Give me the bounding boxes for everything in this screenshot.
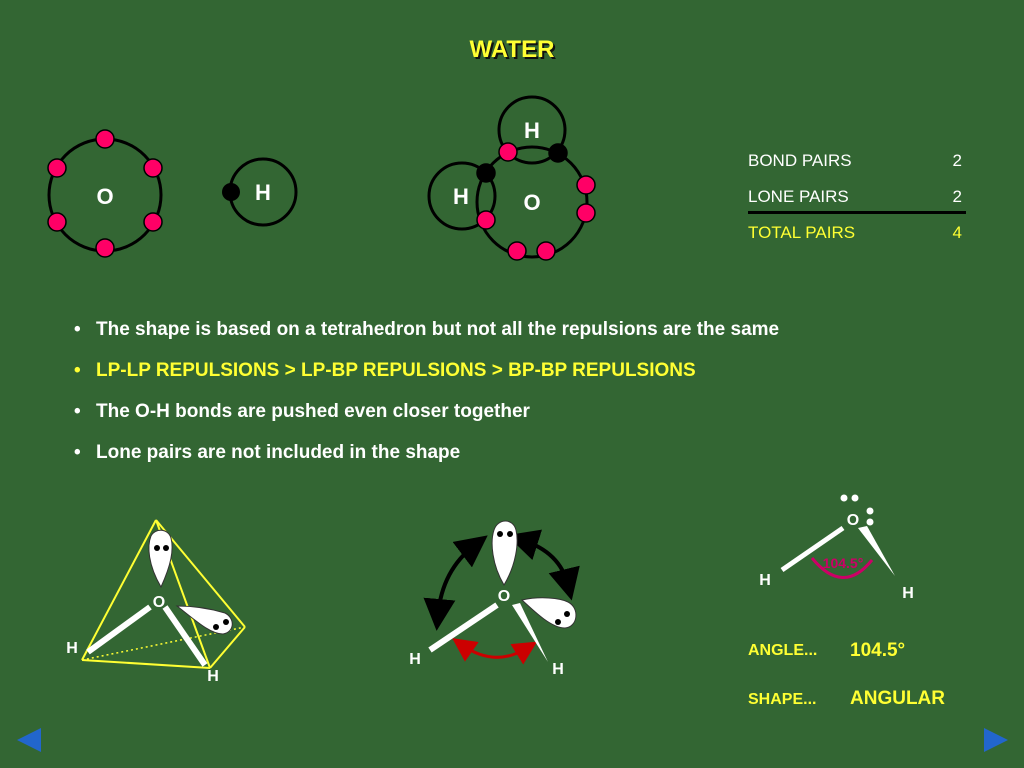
- table-divider: [748, 211, 966, 214]
- lone-pair-electron: [866, 518, 874, 526]
- tetrahedron-diagram: O H H: [66, 519, 246, 685]
- angular-shape-diagram: O 104.5° H H: [759, 494, 914, 602]
- lone-pair-electron: [555, 619, 561, 625]
- row-label: TOTAL PAIRS: [748, 223, 856, 242]
- right-triangle-icon[interactable]: [984, 728, 1008, 752]
- bond-angle-label: 104.5°: [823, 555, 864, 571]
- lone-pair-lobe: [520, 597, 577, 629]
- oxygen-symbol: O: [153, 594, 165, 611]
- table-row: BOND PAIRS 2: [748, 148, 966, 184]
- electron: [143, 158, 163, 178]
- electron: [498, 142, 518, 162]
- row-value: 2: [952, 187, 962, 206]
- electron: [47, 212, 67, 232]
- top-hydrogen-shell: [497, 95, 567, 165]
- lone-pair-electron: [163, 545, 169, 551]
- oh-bond: [162, 605, 208, 667]
- lone-pair-lobe: [148, 529, 173, 589]
- electron: [548, 143, 568, 163]
- table-row-total: TOTAL PAIRS 4: [748, 220, 966, 256]
- electron: [95, 129, 115, 149]
- row-label: LONE PAIRS: [748, 187, 849, 206]
- hydrogen-symbol: H: [453, 184, 469, 209]
- oxygen-symbol: O: [498, 588, 510, 605]
- water-molecule-diagram: H H O: [427, 95, 596, 261]
- electron: [576, 203, 596, 223]
- lone-pair-electron: [840, 494, 848, 502]
- hydrogen-symbol: H: [524, 118, 540, 143]
- electron: [536, 241, 556, 261]
- oxygen-symbol: O: [847, 512, 859, 529]
- lp-bp-repulsion-arrow: [423, 535, 488, 631]
- lone-pair-electron: [564, 611, 570, 617]
- electron: [507, 241, 527, 261]
- bullet-item: Lone pairs are not included in the shape: [70, 439, 970, 480]
- oh-bond: [780, 525, 845, 573]
- hydrogen-symbol: H: [409, 651, 421, 668]
- lone-pair-electron: [866, 507, 874, 515]
- oxygen-shell: [475, 145, 589, 259]
- hydrogen-electron: [222, 183, 240, 201]
- oxygen-electrons: [47, 129, 163, 258]
- oh-wedge-bond: [512, 603, 548, 662]
- row-value: 4: [952, 223, 962, 242]
- electron-pairs-table: BOND PAIRS 2 LONE PAIRS 2 TOTAL PAIRS 4: [748, 148, 966, 256]
- lone-pair-electron: [507, 531, 513, 537]
- electron: [47, 158, 67, 178]
- table-row: LONE PAIRS 2: [748, 184, 966, 220]
- left-hydrogen-shell: [427, 161, 497, 231]
- shape-label: SHAPE...: [748, 691, 817, 708]
- oh-bond: [86, 604, 152, 655]
- slide-title: WATER: [469, 36, 555, 63]
- lone-pair-electron: [223, 619, 229, 625]
- hydrogen-symbol: H: [207, 668, 219, 685]
- shape-value: ANGULAR: [850, 688, 945, 709]
- oh-wedge-bond: [858, 526, 895, 576]
- oxygen-symbol: O: [96, 184, 113, 209]
- lone-pair-electron: [851, 494, 859, 502]
- hydrogen-symbol: H: [255, 180, 271, 205]
- lone-pair-lobe: [491, 520, 518, 586]
- bullet-item: The O-H bonds are pushed even closer tog…: [70, 398, 970, 439]
- electron: [143, 212, 163, 232]
- hydrogen-symbol: H: [552, 661, 564, 678]
- lp-lp-repulsion-arrow: [506, 529, 580, 601]
- hydrogen-atom-diagram: H: [222, 157, 298, 227]
- repulsion-diagram: O H H: [409, 520, 580, 678]
- electron: [95, 238, 115, 258]
- left-triangle-icon[interactable]: [17, 728, 41, 752]
- bond-angle-arc: [810, 557, 874, 579]
- oh-bond: [428, 602, 499, 653]
- bp-bp-repulsion-arrow: [452, 638, 538, 665]
- bullet-item: The shape is based on a tetrahedron but …: [70, 316, 970, 357]
- bullet-item-highlight: LP-LP REPULSIONS > LP-BP REPULSIONS > BP…: [70, 357, 970, 398]
- angle-value: 104.5°: [850, 640, 906, 661]
- oxygen-symbol: O: [523, 190, 540, 215]
- lone-pair-electron: [154, 545, 160, 551]
- electron: [576, 175, 596, 195]
- hydrogen-symbol: H: [902, 585, 914, 602]
- angle-label: ANGLE...: [748, 642, 818, 659]
- electron: [476, 210, 496, 230]
- bullet-list: The shape is based on a tetrahedron but …: [70, 316, 970, 480]
- lone-pair-electron: [213, 624, 219, 630]
- lone-pair-electron: [497, 531, 503, 537]
- hydrogen-symbol: H: [759, 572, 771, 589]
- row-label: BOND PAIRS: [748, 151, 852, 170]
- row-value: 2: [952, 151, 962, 170]
- electron: [476, 163, 496, 183]
- hydrogen-symbol: H: [66, 640, 78, 657]
- oxygen-atom-diagram: O: [47, 129, 163, 258]
